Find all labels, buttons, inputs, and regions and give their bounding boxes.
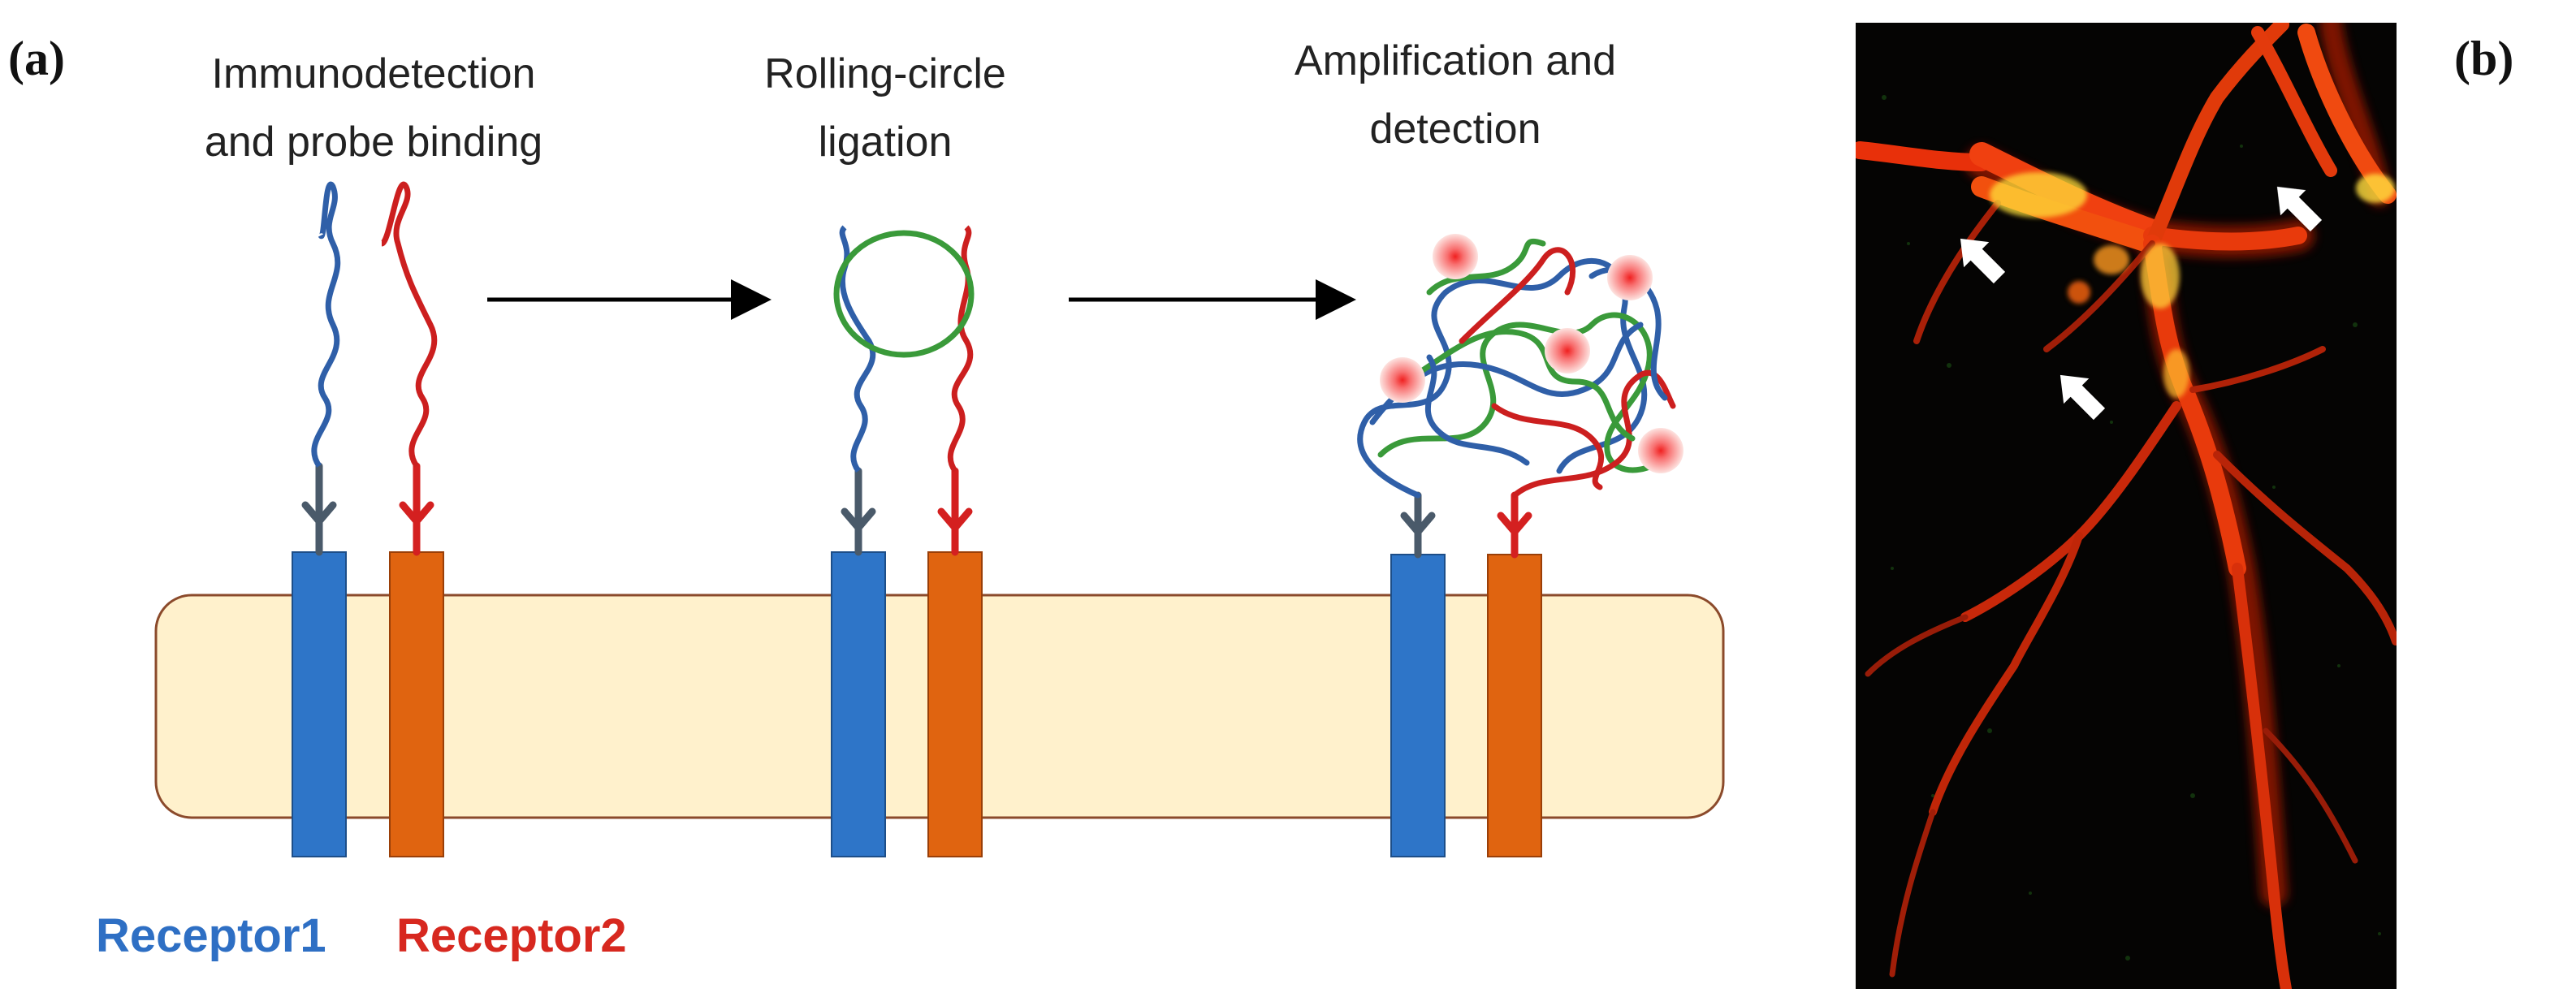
antibody2 — [399, 462, 434, 556]
step2-complex — [831, 225, 983, 857]
panel-a-label: (a) — [8, 32, 65, 85]
antibody1 — [1400, 491, 1436, 559]
legend: Receptor1 Receptor2 — [96, 909, 627, 962]
antibody2 — [937, 467, 973, 556]
fluorophore — [1380, 357, 1425, 403]
fluorophore — [1545, 328, 1590, 373]
fluorescence-micrograph — [1856, 23, 2397, 989]
arrow-marker — [2276, 186, 2323, 232]
antibody1 — [841, 467, 876, 556]
probe2-strand — [379, 181, 438, 468]
receptor1-bar — [292, 551, 347, 857]
fluorophore — [1433, 234, 1478, 279]
receptor2-bar — [1487, 554, 1542, 857]
fluorophores — [1380, 234, 1683, 473]
arrow-marker — [2060, 374, 2106, 421]
fluorophore — [1638, 428, 1683, 473]
probe1-strand — [311, 181, 341, 468]
step1-title-line2: and probe binding — [205, 119, 542, 166]
receptor1-bar — [1390, 554, 1446, 857]
panel-b: (b) — [1856, 23, 2513, 989]
antibody1 — [301, 462, 337, 556]
panel-b-label: (b) — [2454, 32, 2513, 85]
step1-complex — [292, 181, 444, 857]
micrograph-arrows — [1960, 186, 2323, 421]
step3-title-line1: Amplification and — [1294, 37, 1616, 84]
receptor2-bar — [389, 551, 444, 857]
step3-title-line2: detection — [1369, 106, 1541, 153]
step-titles: Immunodetection and probe binding Rollin… — [205, 37, 1616, 166]
rolling-circle — [833, 230, 975, 358]
step2-title-line2: ligation — [819, 119, 953, 166]
legend-receptor1: Receptor1 — [96, 909, 326, 962]
step1-title-line1: Immunodetection — [212, 50, 536, 97]
step3-complex — [1357, 234, 1683, 857]
step2-title-line1: Rolling-circle — [764, 50, 1006, 97]
arrow-marker — [1960, 238, 2006, 284]
fluorophore — [1607, 255, 1653, 300]
antibody2 — [1497, 491, 1532, 559]
receptor1-bar — [831, 551, 886, 857]
probe2-strand — [947, 225, 974, 473]
legend-receptor2: Receptor2 — [396, 909, 627, 962]
receptor2-bar — [927, 551, 983, 857]
panel-a: (a) Immunodetection and probe binding Ro… — [8, 32, 1725, 962]
